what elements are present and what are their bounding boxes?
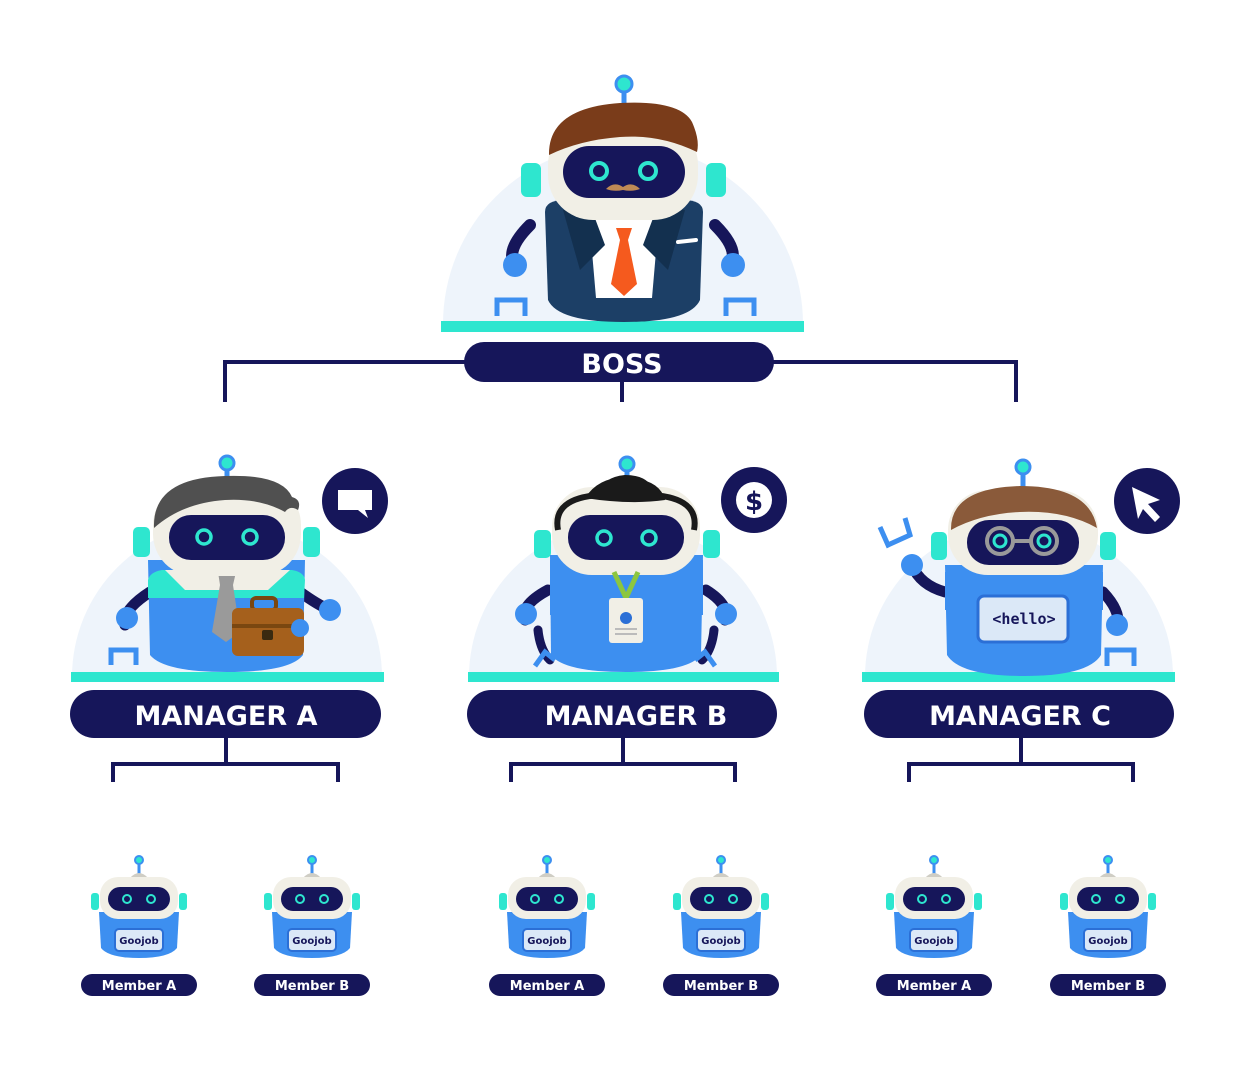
manager-a-connector (111, 762, 340, 782)
manager-b-badge: $ (721, 467, 787, 533)
manager-b-robot (515, 455, 737, 672)
boss-connector-left (223, 360, 468, 402)
cursor-arrow-icon (1132, 487, 1160, 522)
manager-b-label: MANAGER B (545, 701, 728, 732)
member-label-pill (663, 974, 779, 996)
manager-c-node: <hello> MANAGER C (862, 458, 1180, 738)
member-chest-screen (287, 928, 337, 952)
member-label: Member A (897, 979, 971, 994)
member-label: Member B (684, 979, 758, 994)
manager-b-node: $ MANAGER B (467, 455, 787, 738)
member-robot: Goojob (264, 855, 360, 958)
member-chest-text: Goojob (527, 936, 566, 947)
boss-antenna-tip (614, 74, 634, 94)
manager-b-floor (468, 672, 779, 682)
boss-face-screen (563, 146, 685, 198)
boss-left-claw (494, 297, 528, 316)
member-chest-text: Goojob (701, 936, 740, 947)
manager-c-screen (976, 594, 1070, 644)
boss-right-eye (638, 161, 658, 181)
member-label-pill (81, 974, 197, 996)
manager-a-floor (71, 672, 384, 682)
member-chest-screen (114, 928, 164, 952)
member-label: Member B (1071, 979, 1145, 994)
manager-a-label-pill (70, 690, 381, 738)
member-chest-text: Goojob (119, 936, 158, 947)
boss-right-claw (723, 297, 757, 316)
glasses-icon (985, 526, 1059, 556)
boss-left-eye (589, 161, 609, 181)
member-robot: Goojob (499, 855, 595, 958)
member-label: Member A (102, 979, 176, 994)
member-robot: Goojob (91, 855, 187, 958)
manager-a-hair (153, 475, 300, 528)
member-chest-text: Goojob (914, 936, 953, 947)
briefcase-icon (232, 596, 304, 656)
member-chest-text: Goojob (1088, 936, 1127, 947)
boss-label: BOSS (581, 349, 662, 380)
boss-connector-right (772, 360, 1018, 402)
manager-a-label: MANAGER A (135, 701, 318, 732)
boss-hair (548, 102, 698, 155)
manager-a-badge (322, 468, 388, 534)
manager-c-badge (1114, 468, 1180, 534)
manager-c-label: MANAGER C (929, 701, 1111, 732)
connector-lines (111, 360, 1135, 782)
member-robot: Goojob (673, 855, 769, 958)
id-badge-icon (609, 570, 643, 643)
member-robot: Goojob (886, 855, 982, 958)
manager-c-screen-text: <hello> (992, 610, 1055, 628)
manager-c-hair (950, 486, 1097, 530)
speech-bubble-icon (338, 490, 372, 518)
manager-c-connector (907, 762, 1135, 782)
manager-a-node: MANAGER A (70, 454, 388, 738)
manager-c-robot: <hello> (877, 458, 1137, 676)
manager-c-floor (862, 672, 1175, 682)
member-chest-screen (1083, 928, 1133, 952)
boss-label-pill (464, 342, 774, 382)
mustache-icon (606, 184, 640, 191)
manager-a-robot (108, 454, 341, 672)
member-label-pill (254, 974, 370, 996)
dollar-icon (736, 482, 772, 518)
manager-b-label-pill (467, 690, 777, 738)
member-label: Member A (510, 979, 584, 994)
boss-robot (494, 74, 757, 322)
boss-node: BOSS (441, 74, 804, 382)
member-label: Member B (275, 979, 349, 994)
member-chest-screen (522, 928, 572, 952)
boss-pocket-pen (676, 238, 698, 244)
member-chest-text: Goojob (292, 936, 331, 947)
boss-floor (441, 321, 804, 332)
manager-b-connector (509, 762, 737, 782)
member-label-pill (489, 974, 605, 996)
member-chest-screen (909, 928, 959, 952)
member-chest-screen (696, 928, 746, 952)
dollar-sign: $ (745, 487, 763, 517)
member-label-pill (876, 974, 992, 996)
manager-c-label-pill (864, 690, 1174, 738)
member-robot: Goojob (1060, 855, 1156, 958)
boss-tie-icon (611, 228, 637, 296)
member-label-pill (1050, 974, 1166, 996)
